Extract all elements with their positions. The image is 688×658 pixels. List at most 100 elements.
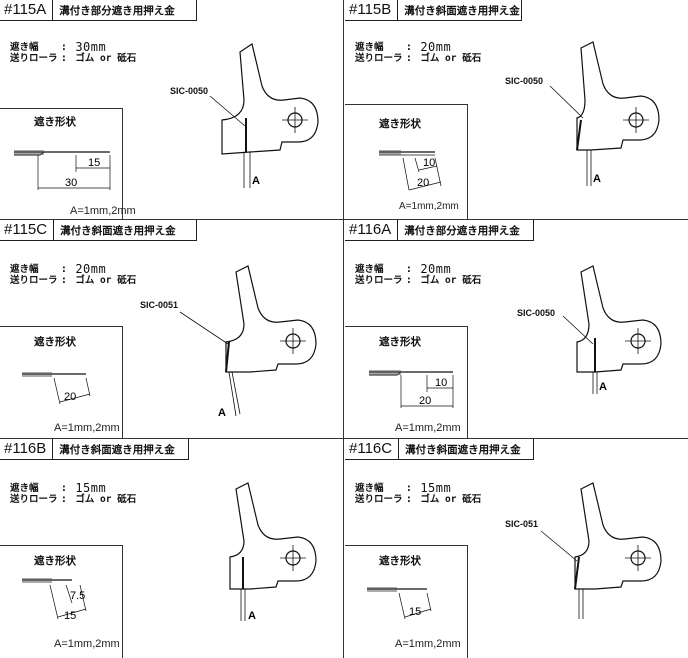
shape-box bbox=[0, 545, 123, 658]
dim-label: 30 bbox=[65, 177, 77, 189]
panel-header: #115B 溝付き斜面遮き用押え金 bbox=[345, 0, 522, 21]
model-title: 溝付き部分遮き用押え金 bbox=[59, 4, 175, 17]
model-code: #116B bbox=[0, 439, 54, 459]
shape-label: 遮き形状 bbox=[379, 555, 421, 567]
panel-header: #116B 溝付き斜面遮き用押え金 bbox=[0, 439, 189, 460]
a-note: A=1mm,2mm bbox=[54, 422, 120, 434]
width-label: 遮き幅 bbox=[10, 42, 39, 53]
a-dimension: A bbox=[218, 407, 226, 419]
roller-value: ゴム or 砥石 bbox=[420, 494, 482, 505]
width-label: 遮き幅 bbox=[355, 483, 384, 494]
panel-116a: #116A 溝付き部分遮き用押え金 遮き幅: 20mm 送りローラ: ゴム or… bbox=[345, 220, 688, 439]
width-value: 20mm bbox=[420, 40, 452, 54]
part-number: SIC-0050 bbox=[517, 308, 556, 318]
shape-label: 遮き形状 bbox=[379, 336, 421, 348]
width-value: 30mm bbox=[75, 40, 107, 54]
model-code: #115B bbox=[345, 0, 399, 20]
spec-block: 遮き幅: 30mm 送りローラ: ゴム or 砥石 bbox=[10, 40, 137, 64]
spec-block: 遮き幅: 20mm 送りローラ: ゴム or 砥石 bbox=[355, 262, 482, 286]
dim-label: 10 bbox=[423, 157, 435, 169]
a-dimension: A bbox=[252, 175, 260, 187]
roller-label: 送りローラ bbox=[10, 53, 58, 64]
model-title: 溝付き部分遮き用押え金 bbox=[404, 224, 520, 237]
dim-label: 20 bbox=[64, 391, 76, 403]
panel-header: #115C 溝付き斜面遮き用押え金 bbox=[0, 220, 197, 241]
dim-label: 15 bbox=[409, 606, 421, 618]
model-code: #116C bbox=[345, 439, 400, 459]
panel-divider-horizontal bbox=[0, 219, 688, 220]
width-label: 遮き幅 bbox=[355, 264, 384, 275]
a-dimension: A bbox=[599, 381, 607, 393]
spec-block: 遮き幅: 15mm 送りローラ: ゴム or 砥石 bbox=[355, 481, 482, 505]
roller-value: ゴム or 砥石 bbox=[75, 494, 137, 505]
shape-box bbox=[0, 108, 123, 219]
dim-label: 15 bbox=[88, 157, 100, 169]
spec-block: 遮き幅: 20mm 送りローラ: ゴム or 砥石 bbox=[10, 262, 137, 286]
roller-label: 送りローラ bbox=[355, 53, 403, 64]
roller-value: ゴム or 砥石 bbox=[75, 53, 137, 64]
a-note: A=1mm,2mm bbox=[399, 201, 459, 212]
width-label: 遮き幅 bbox=[10, 483, 39, 494]
roller-value: ゴム or 砥石 bbox=[420, 275, 482, 286]
shape-label: 遮き形状 bbox=[379, 118, 421, 130]
panel-115a: #115A 溝付き部分遮き用押え金 遮き幅: 30mm 送りローラ: ゴム or… bbox=[0, 0, 343, 219]
panel-116c: #116C 溝付き斜面遮き用押え金 遮き幅: 15mm 送りローラ: ゴム or… bbox=[345, 439, 688, 658]
roller-value: ゴム or 砥石 bbox=[75, 275, 137, 286]
a-note: A=1mm,2mm bbox=[395, 422, 461, 434]
panel-header: #115A 溝付き部分遮き用押え金 bbox=[0, 0, 197, 21]
panel-header: #116A 溝付き部分遮き用押え金 bbox=[345, 220, 534, 241]
a-dimension: A bbox=[593, 173, 601, 185]
width-value: 20mm bbox=[420, 262, 452, 276]
model-title: 溝付き斜面遮き用押え金 bbox=[59, 443, 175, 456]
model-code: #115A bbox=[0, 0, 54, 20]
model-code: #116A bbox=[345, 220, 399, 240]
model-title: 溝付き斜面遮き用押え金 bbox=[405, 443, 521, 456]
dim-label: 20 bbox=[417, 177, 429, 189]
drawing: 15 30 A bbox=[14, 43, 319, 190]
drawing: 10 20 A bbox=[379, 41, 660, 191]
shape-box bbox=[345, 104, 468, 219]
roller-value: ゴム or 砥石 bbox=[420, 53, 482, 64]
drawing: 15 bbox=[367, 482, 662, 620]
shape-box bbox=[345, 545, 468, 658]
shape-label: 遮き形状 bbox=[34, 555, 76, 567]
model-title: 溝付き斜面遮き用押え金 bbox=[404, 4, 520, 17]
panel-115c: #115C 溝付き斜面遮き用押え金 遮き幅: 20mm 送りローラ: ゴム or… bbox=[0, 220, 343, 439]
dim-label: 20 bbox=[419, 395, 431, 407]
part-number: SIC-0050 bbox=[170, 86, 209, 96]
shape-box bbox=[0, 326, 123, 439]
drawing: 10 20 A bbox=[369, 265, 662, 408]
panel-divider-horizontal bbox=[0, 438, 688, 439]
shape-box bbox=[345, 326, 468, 439]
width-value: 15mm bbox=[75, 481, 107, 495]
part-number: SIC-051 bbox=[505, 519, 539, 529]
width-value: 15mm bbox=[420, 481, 452, 495]
roller-label: 送りローラ bbox=[10, 275, 58, 286]
roller-label: 送りローラ bbox=[355, 275, 403, 286]
panel-header: #116C 溝付き斜面遮き用押え金 bbox=[345, 439, 534, 460]
dim-label: 10 bbox=[435, 377, 447, 389]
spec-block: 遮き幅: 15mm 送りローラ: ゴム or 砥石 bbox=[10, 481, 137, 505]
dim-label: 15 bbox=[64, 610, 76, 622]
spec-block: 遮き幅: 20mm 送りローラ: ゴム or 砥石 bbox=[355, 40, 482, 64]
part-number: SIC-0050 bbox=[505, 76, 544, 86]
a-note: A=1mm,2mm bbox=[70, 205, 136, 217]
drawing: 20 A bbox=[22, 265, 317, 419]
shape-label: 遮き形状 bbox=[34, 116, 76, 128]
panel-divider-vertical bbox=[343, 0, 344, 658]
roller-label: 送りローラ bbox=[355, 494, 403, 505]
shape-label: 遮き形状 bbox=[34, 336, 76, 348]
a-dimension: A bbox=[248, 610, 256, 622]
width-label: 遮き幅 bbox=[355, 42, 384, 53]
a-note: A=1mm,2mm bbox=[395, 638, 461, 650]
width-label: 遮き幅 bbox=[10, 264, 39, 275]
a-note: A=1mm,2mm bbox=[54, 638, 120, 650]
model-title: 溝付き斜面遮き用押え金 bbox=[60, 224, 176, 237]
panel-116b: #116B 溝付き斜面遮き用押え金 遮き幅: 15mm 送りローラ: ゴム or… bbox=[0, 439, 343, 658]
dim-label: 7.5 bbox=[70, 590, 85, 602]
drawing: 7.5 15 A bbox=[22, 482, 317, 622]
panel-115b: #115B 溝付き斜面遮き用押え金 遮き幅: 20mm 送りローラ: ゴム or… bbox=[345, 0, 688, 219]
model-code: #115C bbox=[0, 220, 55, 240]
roller-label: 送りローラ bbox=[10, 494, 58, 505]
width-value: 20mm bbox=[75, 262, 107, 276]
